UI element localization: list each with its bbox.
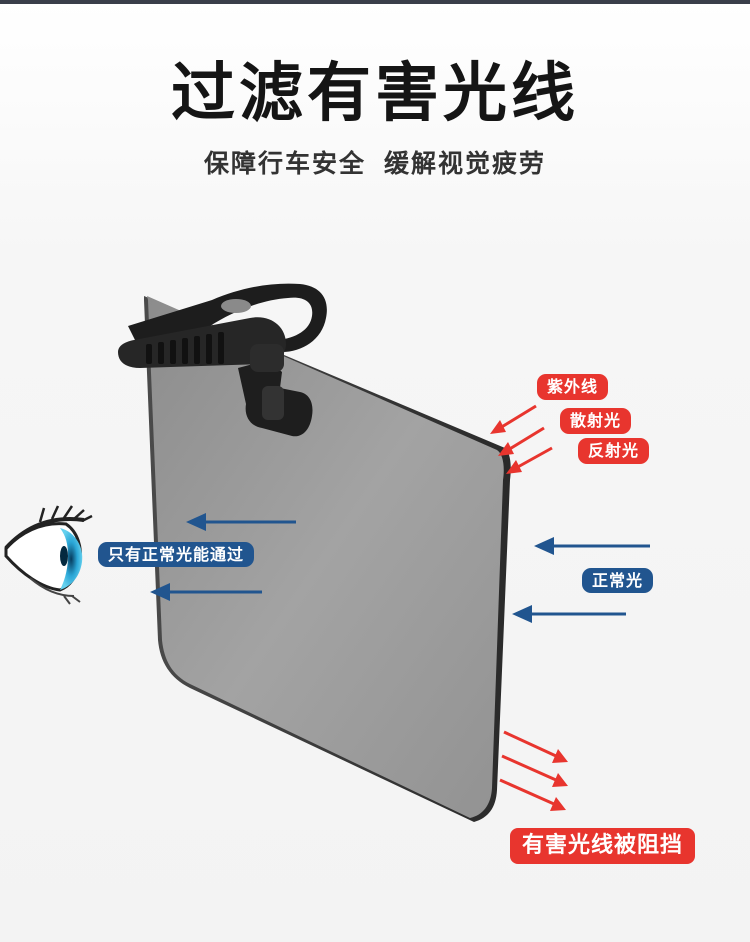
label-normal: 正常光 [582, 568, 654, 593]
label-reflected: 反射光 [578, 438, 650, 464]
page-subtitle: 保障行车安全缓解视觉疲劳 [0, 149, 750, 179]
arrow-diagonal-icon [503, 730, 568, 763]
arrow-left-icon [534, 537, 650, 555]
top-bar [0, 0, 750, 4]
normal-light-arrows [150, 513, 650, 623]
subtitle-part-1: 保障行车安全 [203, 149, 366, 178]
label-only-normal: 只有正常光能通过 [98, 542, 255, 567]
eye-icon [4, 505, 93, 605]
label-uv: 紫外线 [537, 374, 609, 400]
arrow-diagonal-icon [490, 404, 537, 434]
label-blocked: 有害光线被阻挡 [510, 828, 696, 864]
arrow-left-icon [512, 605, 626, 623]
arrow-diagonal-icon [499, 778, 566, 811]
label-scattered: 散射光 [560, 408, 632, 434]
arrow-left-icon [150, 583, 262, 601]
harmful-light-arrows-out [499, 730, 568, 811]
arrow-diagonal-icon [506, 446, 553, 474]
arrow-diagonal-icon [498, 426, 545, 456]
subtitle-part-2: 缓解视觉疲劳 [384, 149, 547, 178]
visor-lens [144, 296, 511, 822]
page-title: 过滤有害光线 [171, 57, 579, 131]
arrow-left-icon [186, 513, 296, 531]
visor-clip-icon [118, 283, 327, 437]
arrow-diagonal-icon [501, 754, 568, 787]
harmful-light-arrows-in [490, 404, 553, 474]
